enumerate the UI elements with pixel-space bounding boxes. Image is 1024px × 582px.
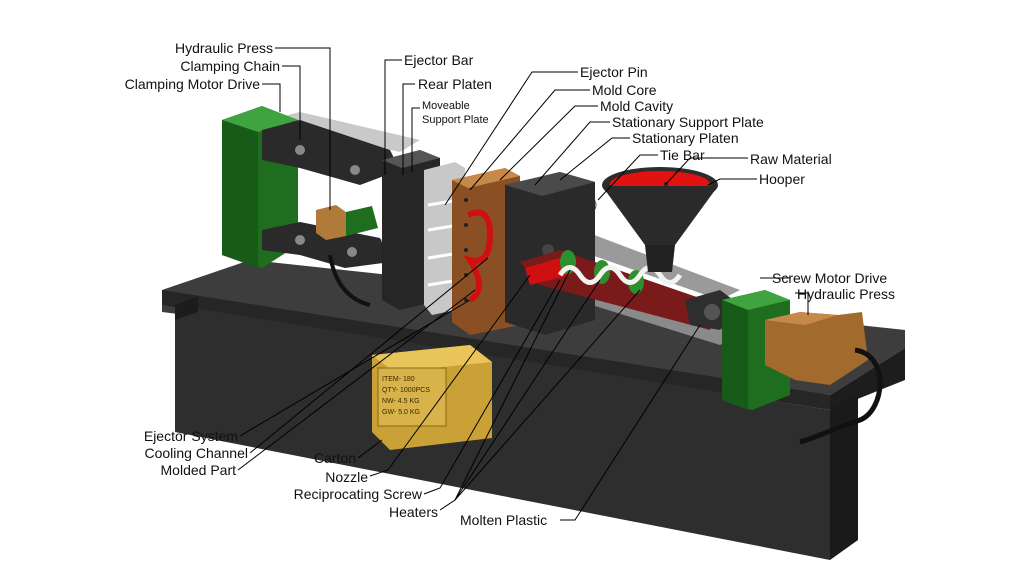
label-nozzle: Nozzle [325, 469, 368, 485]
right-hydraulic-press [765, 312, 883, 445]
label-ejector-pin: Ejector Pin [580, 64, 648, 80]
label-ejector-system: Ejector System [143, 428, 238, 444]
label-mold-cavity: Mold Cavity [600, 98, 674, 114]
label-clamping-chain: Clamping Chain [180, 58, 280, 74]
label-moveable-support-plate-2: Support Plate [422, 114, 489, 126]
label-raw-material: Raw Material [750, 151, 832, 167]
carton-line-3: NW- 4.5 KG [382, 398, 420, 405]
label-clamping-motor-drive: Clamping Motor Drive [124, 76, 260, 92]
label-ejector-bar: Ejector Bar [404, 52, 474, 68]
mold-core [452, 168, 520, 335]
label-molten-plastic: Molten Plastic [460, 512, 548, 528]
label-tie-bar: Tie Bar [660, 147, 705, 163]
carton: ITEM- 180 QTY- 1000PCS NW- 4.5 KG GW- 5.… [372, 345, 492, 450]
label-hydraulic-press-left: Hydraulic Press [174, 40, 273, 56]
label-cooling-channel: Cooling Channel [144, 445, 248, 461]
clamping-chain [262, 120, 400, 307]
label-stationary-platen: Stationary Platen [632, 130, 739, 146]
leader-lines [237, 47, 809, 521]
hopper [602, 167, 718, 272]
carton-line-4: GW- 5.0 KG [382, 409, 420, 416]
left-hydraulic-cylinder [316, 205, 378, 240]
label-carton: Carton [313, 450, 356, 466]
label-hydraulic-press-right: Hydraulic Press [797, 286, 896, 302]
label-stationary-support-plate: Stationary Support Plate [612, 114, 764, 130]
carton-line-1: ITEM- 180 [382, 376, 415, 383]
label-rear-platen: Rear Platen [418, 76, 492, 92]
label-hooper: Hooper [759, 171, 805, 187]
label-moveable-support-plate-1: Moveable [422, 100, 470, 112]
label-reciprocating-screw: Reciprocating Screw [293, 486, 422, 502]
label-molded-part: Molded Part [160, 462, 236, 478]
carton-line-2: QTY- 1000PCS [382, 387, 430, 394]
label-heaters: Heaters [388, 504, 438, 520]
label-screw-motor-drive: Screw Motor Drive [772, 270, 888, 286]
label-mold-core: Mold Core [592, 82, 657, 98]
